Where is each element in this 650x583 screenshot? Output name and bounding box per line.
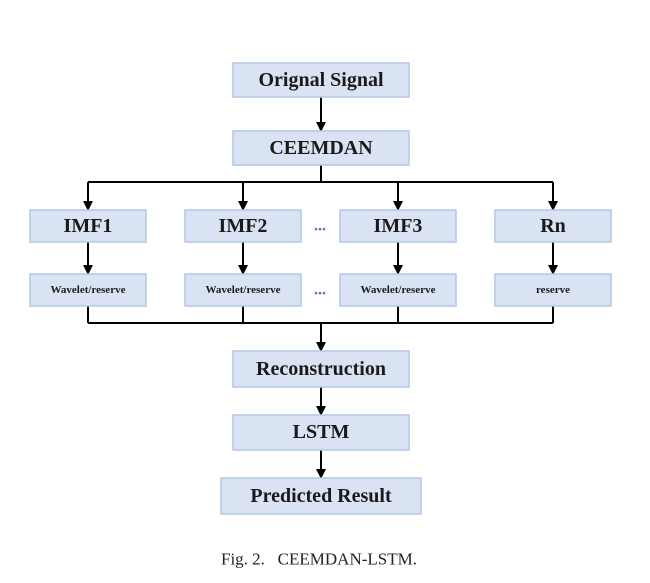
rn-label: Rn bbox=[540, 215, 566, 237]
lstm-box bbox=[232, 414, 410, 451]
reserve-box bbox=[494, 273, 612, 307]
figure-caption: Fig. 2. CEEMDAN-LSTM. bbox=[221, 550, 417, 569]
imf1-box bbox=[29, 209, 147, 243]
wavelet2-label: Wavelet/reserve bbox=[206, 284, 281, 296]
ceemdan-box bbox=[232, 130, 410, 166]
node-imf3: IMF3 bbox=[339, 209, 457, 243]
imf3-box bbox=[339, 209, 457, 243]
node-reconstruction: Reconstruction bbox=[232, 350, 410, 388]
imf2-label: IMF2 bbox=[219, 215, 268, 237]
original-signal-label: Orignal Signal bbox=[258, 69, 383, 91]
predicted-result-label: Predicted Result bbox=[250, 485, 392, 507]
node-imf1: IMF1 bbox=[29, 209, 147, 243]
node-lstm: LSTM bbox=[232, 414, 410, 451]
lstm-label: LSTM bbox=[293, 421, 350, 443]
node-ceemdan: CEEMDAN bbox=[232, 130, 410, 166]
wavelet3-box bbox=[339, 273, 457, 307]
wavelet-ellipsis: ... bbox=[314, 282, 326, 299]
node-imf2: IMF2 bbox=[184, 209, 302, 243]
imf3-label: IMF3 bbox=[374, 215, 423, 237]
reconstruction-box bbox=[232, 350, 410, 388]
reconstruction-label: Reconstruction bbox=[256, 358, 386, 380]
node-rn: Rn bbox=[494, 209, 612, 243]
wavelet1-box bbox=[29, 273, 147, 307]
wavelet1-label: Wavelet/reserve bbox=[51, 284, 126, 296]
node-wavelet3: Wavelet/reserve bbox=[339, 273, 457, 307]
connectors bbox=[83, 97, 558, 479]
imf2-box bbox=[184, 209, 302, 243]
predicted-result-box bbox=[220, 477, 422, 515]
reserve-label: reserve bbox=[536, 284, 570, 296]
rn-box bbox=[494, 209, 612, 243]
node-wavelet2: Wavelet/reserve bbox=[184, 273, 302, 307]
wavelet2-box bbox=[184, 273, 302, 307]
ceemdan-label: CEEMDAN bbox=[269, 137, 373, 159]
imf1-label: IMF1 bbox=[64, 215, 113, 237]
node-wavelet1: Wavelet/reserve bbox=[29, 273, 147, 307]
original-signal-box bbox=[232, 62, 410, 98]
node-predicted-result: Predicted Result bbox=[220, 477, 422, 515]
node-reserve: reserve bbox=[494, 273, 612, 307]
wavelet3-label: Wavelet/reserve bbox=[361, 284, 436, 296]
imf-ellipsis: ... bbox=[314, 218, 326, 235]
node-original-signal: Orignal Signal bbox=[232, 62, 410, 98]
